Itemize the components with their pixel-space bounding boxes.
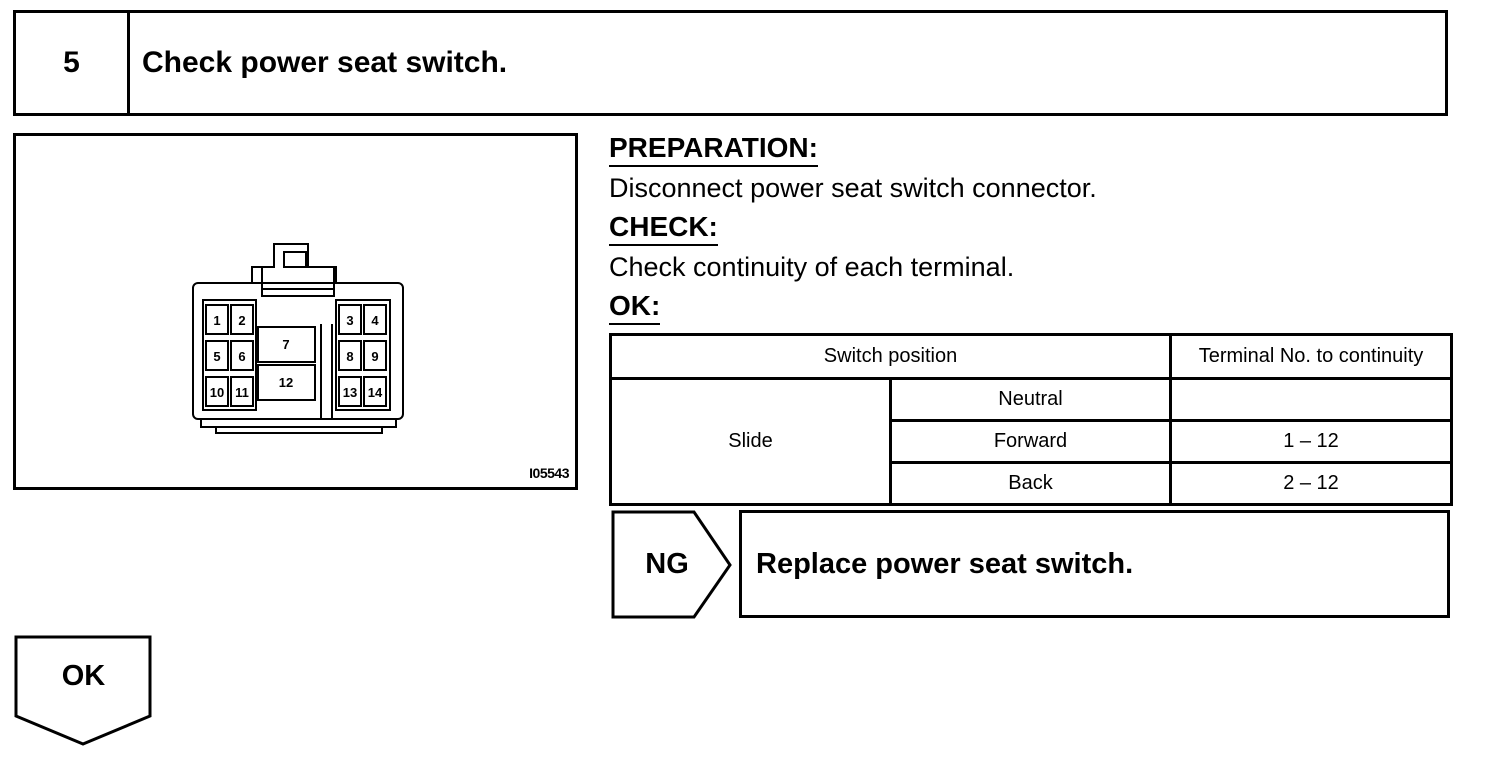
ok-label: OK — [61, 660, 106, 692]
table-row: Slide Neutral — [609, 377, 1453, 506]
position-neutral: Neutral — [889, 377, 1172, 422]
ng-action-text: Replace power seat switch. — [756, 547, 1134, 580]
terminal-10-label: 10 — [210, 385, 224, 400]
terminal-4-label: 4 — [371, 313, 379, 328]
terminal-5-label: 5 — [213, 349, 220, 364]
terminal-9-label: 9 — [371, 349, 378, 364]
ok-arrow — [14, 635, 152, 746]
connector-illustration: 1 2 3 4 5 6 7 8 9 10 11 12 13 14 I05543 — [13, 133, 578, 490]
connector-diagram: 1 2 3 4 5 6 7 8 9 10 11 12 13 14 — [192, 243, 404, 434]
ng-arrow — [611, 510, 732, 619]
step-title: Check power seat switch. — [142, 46, 508, 79]
step-header: 5 Check power seat switch. — [13, 10, 1448, 116]
terminal-11-label: 11 — [235, 385, 249, 400]
terminal-6-label: 6 — [238, 349, 245, 364]
preparation-text: Disconnect power seat switch connector. — [609, 173, 1097, 203]
ng-label: NG — [645, 548, 689, 580]
table-row: Forward 1 – 12 — [611, 419, 1453, 464]
slide-cell: Slide — [609, 377, 892, 506]
preparation-heading: PREPARATION: — [609, 134, 818, 167]
continuity-forward: 1 – 12 — [1169, 419, 1453, 464]
terminal-continuity-header: Terminal No. to continuity — [1169, 333, 1453, 380]
ok-heading: OK: — [609, 292, 661, 325]
terminal-2-label: 2 — [238, 313, 245, 328]
terminal-12-label: 12 — [279, 375, 293, 390]
continuity-table: Switch position Terminal No. to continui… — [609, 333, 1453, 506]
table-header-row: Switch position Terminal No. to continui… — [609, 333, 1453, 380]
continuity-back: 2 – 12 — [1169, 461, 1453, 506]
terminal-3-label: 3 — [346, 313, 353, 328]
ng-action-box: Replace power seat switch. — [739, 510, 1450, 618]
terminal-1-label: 1 — [213, 313, 220, 328]
switch-position-header: Switch position — [609, 333, 1172, 380]
illustration-code: I05543 — [529, 465, 569, 481]
check-text: Check continuity of each terminal. — [609, 252, 1015, 282]
terminal-14-label: 14 — [368, 385, 383, 400]
terminal-8-label: 8 — [346, 349, 353, 364]
step-number: 5 — [16, 13, 130, 113]
terminal-13-label: 13 — [343, 385, 357, 400]
continuity-neutral — [1169, 377, 1453, 422]
position-back: Back — [889, 461, 1172, 506]
table-row: Back 2 – 12 — [611, 461, 1453, 506]
terminal-7-label: 7 — [282, 337, 289, 352]
position-forward: Forward — [889, 419, 1172, 464]
check-heading: CHECK: — [609, 213, 718, 246]
